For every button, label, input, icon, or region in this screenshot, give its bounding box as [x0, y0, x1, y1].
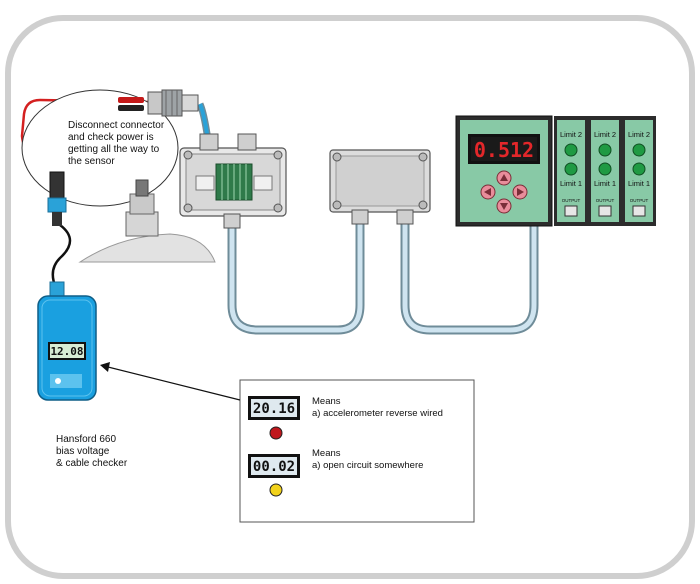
- module-3-limit1-led: [632, 162, 646, 176]
- legend-item1-means: Means: [312, 396, 341, 407]
- red-probe-tip: [118, 97, 144, 103]
- arrow-left-icon: [484, 188, 491, 196]
- legend-item1-display: [251, 399, 297, 417]
- black-probe-tip: [118, 105, 144, 111]
- inline-connector: [47, 171, 67, 226]
- sensor-mount: [78, 179, 216, 263]
- legend-item2-led: [269, 483, 283, 497]
- module-2-limit2-label: Limit 2: [594, 130, 616, 139]
- handheld-display-value: 12.08: [50, 345, 83, 358]
- callout-text-line2: and check power is: [68, 132, 154, 143]
- arrow-up-icon: [500, 174, 508, 181]
- module-1-output-label: OUTPUT: [562, 198, 581, 203]
- module-1-limit1-led: [564, 162, 578, 176]
- monitor-module-1: Limit 2 Limit 1 OUTPUT: [554, 116, 588, 226]
- intermediate-box: [329, 149, 431, 225]
- junction-box: [179, 133, 287, 229]
- module-1-limit2-led: [564, 143, 578, 157]
- legend-pointer-line: [103, 365, 241, 401]
- monitor-module-3: Limit 2 Limit 1 OUTPUT: [622, 116, 656, 226]
- legend-item1-desc: a) accelerometer reverse wired: [312, 408, 443, 419]
- monitor-display-value: 0.512: [474, 138, 534, 162]
- handheld-label-graphic: [50, 374, 82, 388]
- module-3-limit2-label: Limit 2: [628, 130, 650, 139]
- legend-item2-means: Means: [312, 448, 341, 459]
- monitor-module-2: Limit 2 Limit 1 OUTPUT: [588, 116, 622, 226]
- module-3-limit2-led: [632, 143, 646, 157]
- module-2-limit1-led: [598, 162, 612, 176]
- module-3-output-connector: [632, 205, 646, 217]
- module-3-limit1-label: Limit 1: [628, 179, 650, 188]
- callout-text-line1: Disconnect connector: [68, 120, 165, 131]
- legend-item1-display-value: 20.16: [253, 401, 295, 417]
- module-3-output-label: OUTPUT: [630, 198, 649, 203]
- module-1-limit1-label: Limit 1: [560, 179, 582, 188]
- cable-box-to-monitor-inner: [402, 219, 537, 333]
- arrow-right-icon: [517, 188, 524, 196]
- callout-text-line3: getting all the way to: [68, 144, 160, 155]
- legend-pointer-arrowhead: [100, 362, 110, 372]
- monitor-main-unit: 0.512: [455, 115, 553, 227]
- legend-item2-desc: a) open circuit somewhere: [312, 460, 423, 471]
- module-2-limit2-led: [598, 143, 612, 157]
- module-2-limit1-label: Limit 1: [594, 179, 616, 188]
- legend-item2-display: [251, 457, 297, 475]
- module-1-limit2-label: Limit 2: [560, 130, 582, 139]
- callout-text-line4: the sensor: [68, 156, 115, 167]
- device-name-line1: Hansford 660: [56, 434, 116, 445]
- cable-junction-to-box-inner: [229, 219, 363, 333]
- handheld-tester: 12.08: [37, 281, 97, 401]
- bnc-connector: [147, 89, 199, 117]
- module-2-output-label: OUTPUT: [596, 198, 615, 203]
- arrow-down-icon: [500, 203, 508, 210]
- legend-item2-display-value: 00.02: [253, 459, 295, 475]
- legend-item1-led: [269, 426, 283, 440]
- module-2-output-connector: [598, 205, 612, 217]
- module-1-output-connector: [564, 205, 578, 217]
- device-name-line3: & cable checker: [56, 458, 128, 469]
- device-name-line2: bias voltage: [56, 446, 110, 457]
